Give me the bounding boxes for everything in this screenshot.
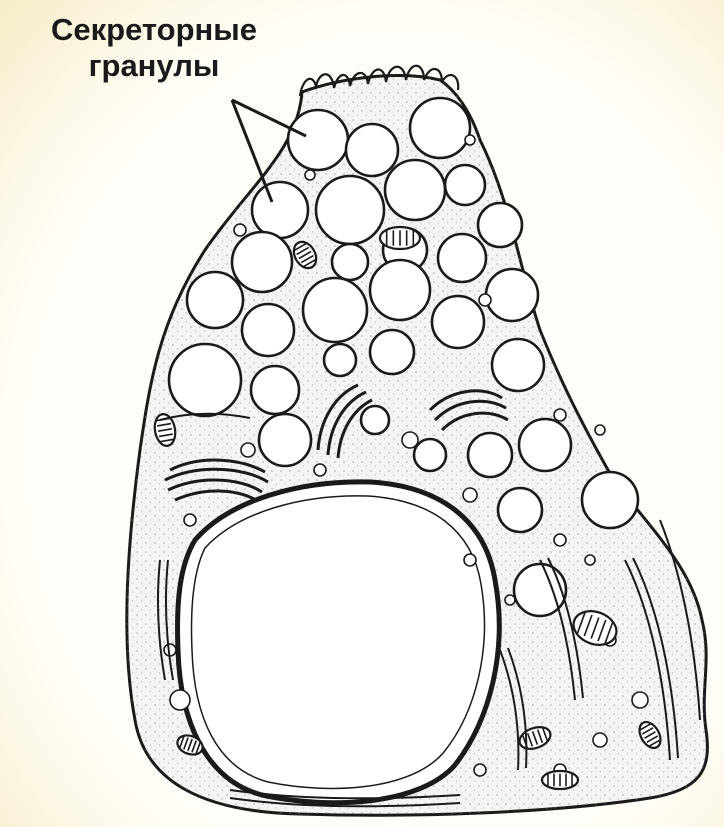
vesicle (554, 409, 566, 421)
secretory-granule (252, 182, 308, 238)
vesicle (554, 534, 566, 546)
secretory-granule (251, 366, 299, 414)
secretory-granule (169, 344, 241, 416)
secretory-granules-label: Секреторные гранулы (18, 12, 290, 84)
secretory-granule (468, 433, 512, 477)
secretory-granule (438, 234, 486, 282)
vesicle (184, 514, 196, 526)
mitochondrion (380, 227, 420, 249)
vesicle (170, 690, 190, 710)
secretory-granule (486, 269, 538, 321)
secretory-granule (385, 160, 445, 220)
label-line-2: гранулы (18, 48, 290, 84)
secretory-granule (519, 419, 571, 471)
vesicle (234, 224, 246, 236)
secretory-granule (187, 272, 243, 328)
secretory-granule (242, 304, 294, 356)
vesicle (595, 425, 605, 435)
secretory-granule (498, 488, 542, 532)
vesicle (465, 135, 475, 145)
secretory-granule (582, 472, 638, 528)
secretory-granule (445, 165, 485, 205)
secretory-granule (370, 260, 430, 320)
vesicle (593, 733, 607, 747)
vesicle (474, 764, 486, 776)
secretory-granule (303, 278, 367, 342)
vesicle (464, 554, 476, 566)
vesicle (585, 555, 595, 565)
secretory-granule (288, 110, 348, 170)
vesicle (402, 432, 418, 448)
secretory-granule (478, 203, 522, 247)
secretory-granule (370, 330, 414, 374)
mitochondrion (542, 771, 578, 789)
secretory-granule (324, 344, 356, 376)
vesicle (241, 443, 255, 457)
secretory-granule (346, 124, 398, 176)
vesicle (305, 170, 315, 180)
secretory-granule (332, 244, 368, 280)
vesicle (314, 464, 326, 476)
secretory-granule (316, 176, 384, 244)
secretory-granule (410, 98, 470, 158)
secretory-granule (259, 414, 311, 466)
vesicle (479, 294, 491, 306)
secretory-granule (414, 439, 446, 471)
label-line-1: Секреторные (18, 12, 290, 48)
nucleus (178, 482, 500, 803)
secretory-granule (492, 339, 544, 391)
secretory-granule (432, 296, 484, 348)
vesicle (505, 595, 515, 605)
vesicle (632, 692, 648, 708)
secretory-granule (232, 232, 292, 292)
secretory-granule (361, 406, 389, 434)
vesicle (463, 488, 477, 502)
